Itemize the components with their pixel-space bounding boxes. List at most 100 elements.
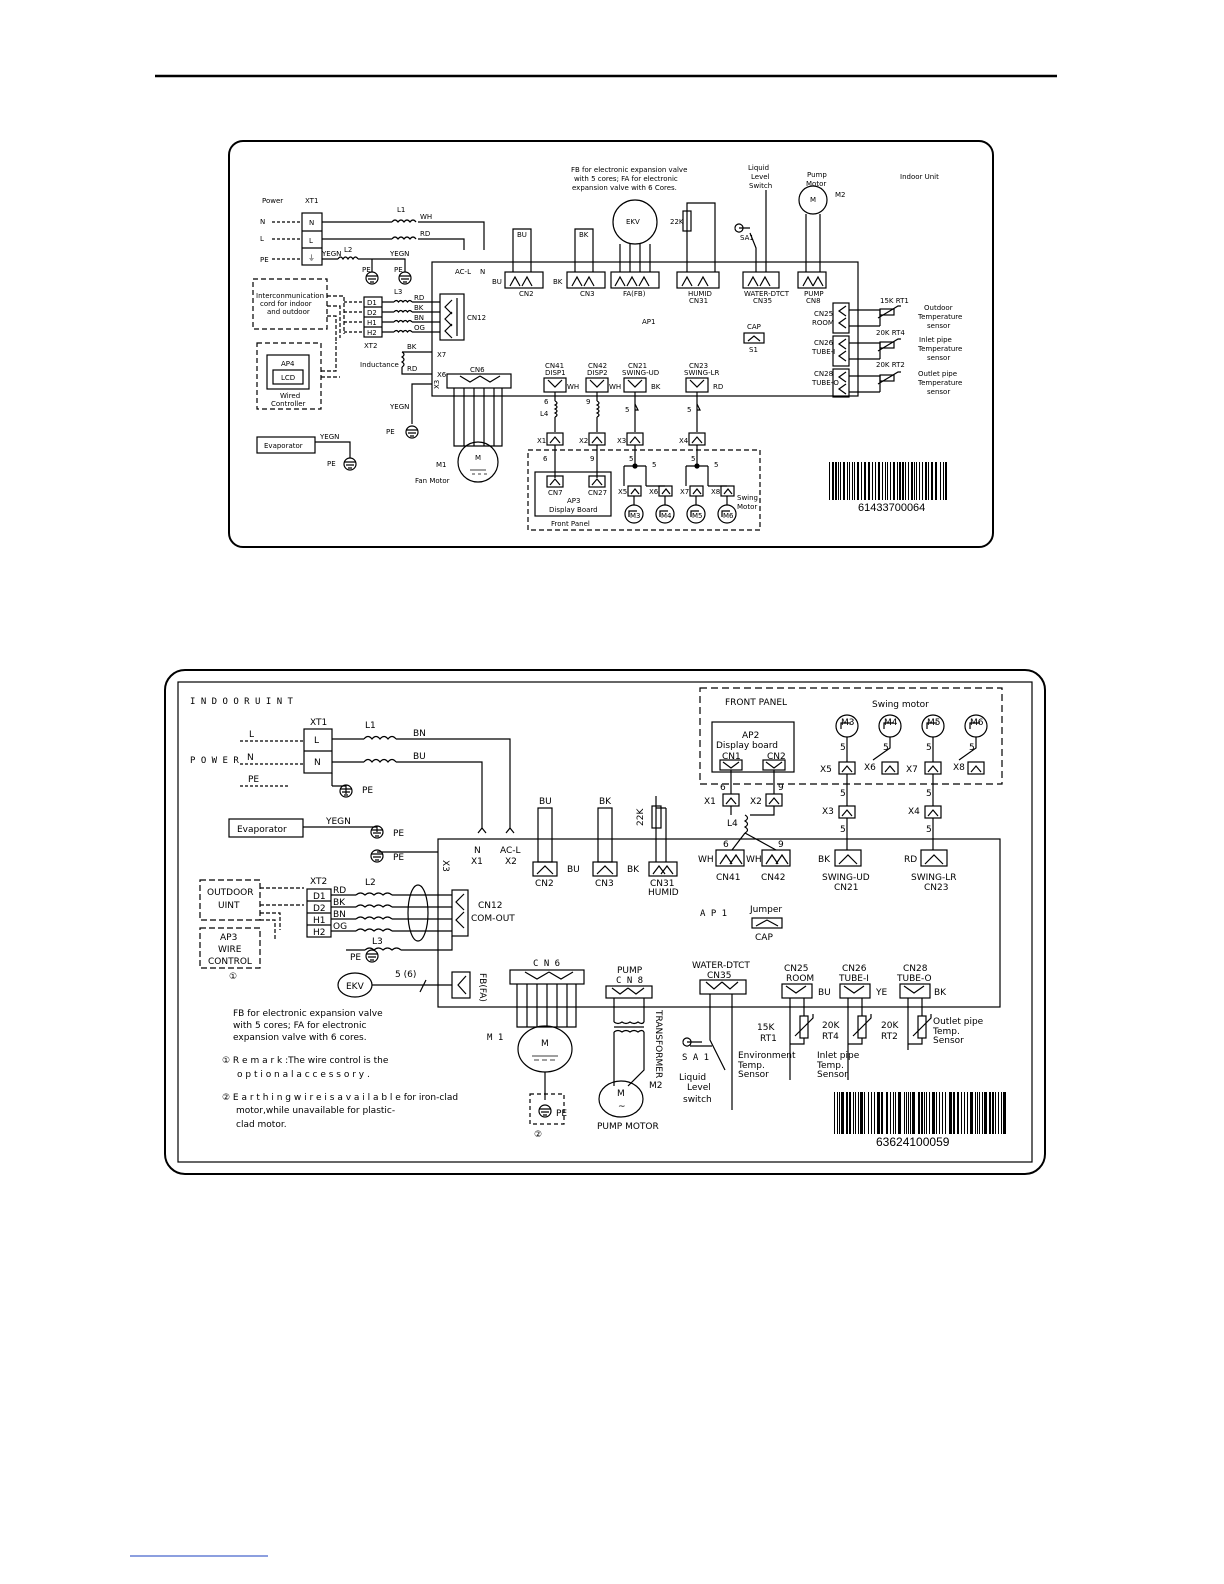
l2-label: L2 — [344, 246, 352, 254]
tube-o-label: TUBE-O — [811, 379, 839, 387]
x2-label-3: X2 — [750, 797, 762, 807]
h2-term: H2 — [367, 329, 377, 337]
control-label: CONTROL — [208, 957, 252, 967]
connector-cn12-2 — [451, 889, 469, 937]
rt2-thermistor-icon — [877, 371, 901, 385]
wiring-diagram-1: Power XT1 N L ⏚ N L PE L1 WH RD AC-L N L… — [228, 140, 994, 548]
liquid-label-2b: Level — [687, 1083, 711, 1093]
pe-label-7: PE — [393, 853, 404, 863]
inductor-l4-2 — [743, 814, 749, 834]
cn6-label: CN6 — [470, 366, 485, 374]
swing-ud-label-2: SWING-UD — [822, 873, 870, 883]
wh-label-3: WH — [609, 383, 621, 391]
humid-resistor-icon-2 — [651, 805, 662, 829]
barcode-bar — [899, 462, 901, 500]
xt2-label-2: XT2 — [310, 877, 327, 887]
pe-label-6: PE — [393, 829, 404, 839]
xt1-label: XT1 — [305, 197, 318, 205]
connector-jumper — [751, 917, 783, 929]
cap-label: CAP — [747, 323, 761, 331]
d2-term-2: D2 — [313, 904, 326, 914]
x8-label: X8 — [711, 488, 720, 496]
power-pe: PE — [260, 256, 269, 264]
connector-cn42-2 — [761, 849, 791, 867]
power-n-label: N — [247, 753, 254, 763]
rt2-label-2: RT2 — [881, 1032, 898, 1042]
barcode-bar — [916, 462, 917, 500]
bk-label-8: BK — [818, 855, 831, 865]
connector-x7 — [689, 485, 704, 497]
fb-note-line-1: FB for electronic expansion valve — [571, 166, 687, 174]
connector-x2 — [588, 432, 606, 446]
x8-label-2: X8 — [953, 763, 965, 773]
cn42-label-2: CN42 — [761, 873, 785, 883]
outdoor-sensor-3: sensor — [927, 322, 950, 330]
og-label-2: OG — [333, 922, 347, 932]
barcode-bar — [982, 1092, 983, 1134]
inductor-l1-2 — [363, 735, 397, 763]
bk-label-9: BK — [333, 898, 346, 908]
barcode-bar — [881, 1092, 883, 1134]
ap3-label: AP3 — [567, 497, 580, 505]
env-sensor-1: Environment — [738, 1051, 796, 1061]
sa1-label-2: S A 1 — [682, 1053, 709, 1063]
ground-icon — [365, 271, 379, 285]
fan-motor-label: Fan Motor — [415, 477, 450, 485]
outlet-sensor-1: Outlet pipe — [918, 370, 957, 378]
pe-label-5: PE — [362, 786, 373, 796]
rt4-thermistor-icon-2 — [852, 1014, 872, 1039]
five-label-2: 5 — [687, 406, 691, 414]
barcode-bar — [970, 1092, 973, 1134]
ekv-label: EKV — [626, 218, 640, 226]
outlet-sensor-2c: Sensor — [933, 1036, 964, 1046]
nine-label: 9 — [586, 398, 590, 406]
connector-cn6-2 — [509, 969, 585, 985]
liquid-label-2c: switch — [683, 1095, 712, 1105]
cn23-label-2: CN23 — [924, 883, 948, 893]
connector-cn28-2 — [899, 983, 931, 999]
connector-x2-2 — [765, 793, 783, 807]
interc-label-1: Interconmunication — [256, 292, 324, 300]
barcode-bar — [921, 1092, 923, 1134]
xt2-terminal-block-2 — [306, 888, 332, 938]
sa1-switch-icon-2 — [682, 1037, 712, 1047]
tube-i-label-2: TUBE-I — [838, 974, 869, 984]
connector-cn42 — [585, 377, 609, 393]
cn7-label: CN7 — [548, 489, 563, 497]
x2-label: X2 — [579, 437, 588, 445]
five-a: 5 — [629, 455, 633, 463]
barcode-bar — [957, 1092, 959, 1134]
xt1-n-2: N — [314, 758, 321, 768]
barcode-bar — [897, 462, 898, 500]
outdoor-sensor-2: Temperature — [917, 313, 962, 321]
nine-label-3: 9 — [778, 783, 784, 793]
swing-motor-m6-icon — [717, 504, 737, 524]
evaporator-box — [256, 436, 316, 454]
cn41-label-2: CN41 — [716, 873, 740, 883]
cn2-label-2: CN2 — [535, 879, 554, 889]
m5-label: M5 — [692, 512, 703, 520]
jumper-label: Jumper — [749, 905, 782, 915]
cn42-label: CN42 — [588, 362, 607, 370]
connector-cn41-2 — [715, 849, 745, 867]
barcode-bar — [943, 462, 944, 500]
wire-label: WIRE — [218, 945, 242, 955]
barcode-bar — [882, 462, 883, 500]
xt1-pe-symbol: ⏚ — [308, 254, 315, 262]
cap-label-2: CAP — [755, 933, 773, 943]
front-panel-box — [527, 449, 761, 531]
remark-2-line-1: ② E a r t h i n g w i r e i s a v a i l … — [222, 1093, 458, 1103]
swing-motor-m5-icon — [686, 504, 706, 524]
connector-cn35-2 — [699, 979, 747, 995]
rt1-thermistor-icon-2 — [794, 1014, 814, 1039]
fan-motor-icon-2 — [517, 1025, 573, 1073]
m5-label-2: M5 — [927, 718, 941, 728]
water-label: WATER-DTCT — [744, 290, 790, 298]
outdoor-sensor-1: Outdoor — [924, 304, 953, 312]
yegn-label-2: YEGN — [389, 250, 409, 258]
rt2-label: 20K RT2 — [876, 361, 905, 369]
swing-lr-label-2: SWING-LR — [911, 873, 957, 883]
evaporator-label-2: Evaporator — [237, 825, 287, 835]
m4-label: M4 — [661, 512, 672, 520]
display-board-box-2 — [711, 721, 795, 773]
